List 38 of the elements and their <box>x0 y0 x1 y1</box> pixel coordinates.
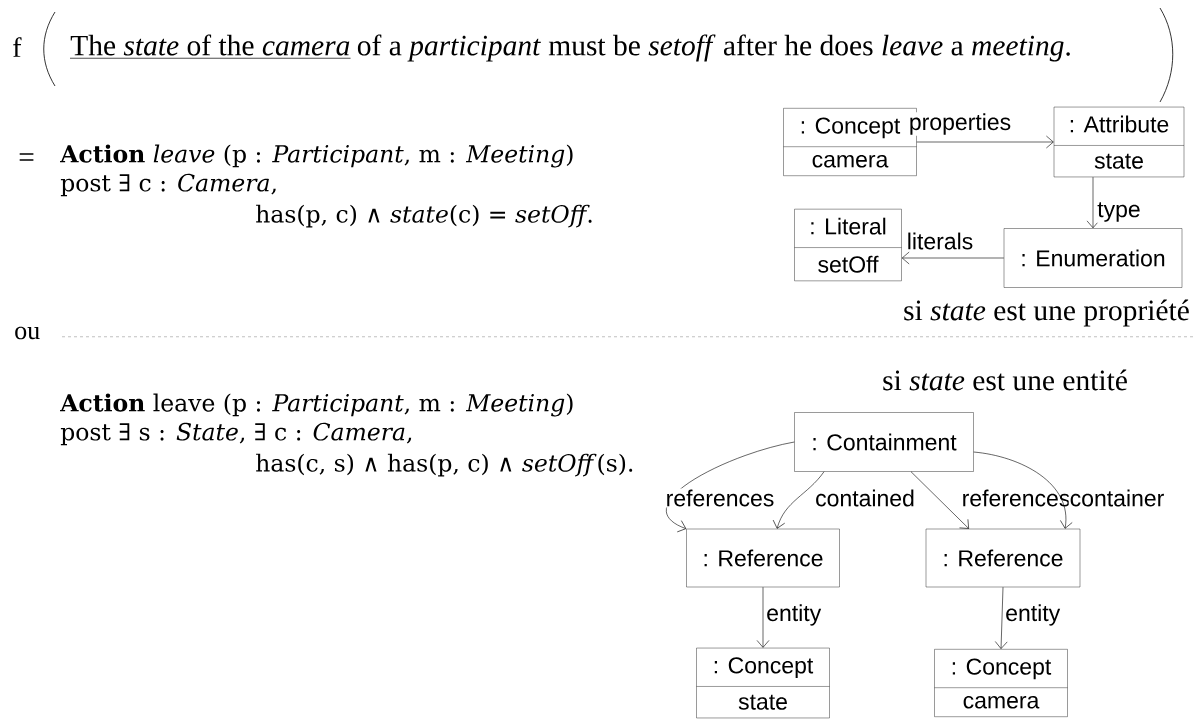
note-text: si state est une entité <box>883 369 1127 391</box>
arrow <box>973 451 1073 529</box>
formula-line: has(c, s) ∧ has(p, c) ∧ setOff(s). <box>256 453 633 477</box>
formula-line: has(p, c) ∧ state(c) = setOff. <box>256 204 592 228</box>
edge-label: properties <box>907 112 1013 136</box>
edge-label: type <box>1096 201 1142 223</box>
object-box: : Literal setOff <box>794 208 902 282</box>
arrow <box>772 471 825 529</box>
arrow <box>666 441 795 533</box>
note-text: si state est une propriété <box>904 299 1189 327</box>
function-symbol: f <box>13 37 22 57</box>
object-box: : Containment <box>794 412 974 472</box>
arrow <box>1086 176 1100 229</box>
object-box: : Concept state <box>696 647 830 719</box>
formula-line: post ∃ c : Camera, <box>60 173 276 197</box>
arrow <box>910 471 969 529</box>
edge-label: entity <box>1004 603 1062 627</box>
edge-label: contained <box>814 488 916 508</box>
edge-label: references <box>664 488 776 508</box>
object-box: : Reference <box>686 528 840 588</box>
object-box: : Reference <box>925 528 1081 588</box>
edge-label: entity <box>765 603 823 627</box>
arrow <box>916 135 1054 149</box>
arrow <box>994 586 1008 649</box>
arrow <box>901 251 1005 265</box>
or-text: ou <box>15 326 40 340</box>
formula-line: Action leave (p : Participant, m : Meeting) <box>60 393 573 417</box>
edge-label: container <box>1068 488 1166 508</box>
object-box: : Enumeration <box>1003 228 1183 288</box>
equals-sign: = <box>19 153 34 161</box>
formula-line: Action leave (p : Participant, m : Meeting) <box>60 144 573 168</box>
edge-label: literals <box>905 231 975 251</box>
formula-line: post ∃ s : State, ∃ c : Camera, <box>60 422 412 446</box>
object-box: : Attribute state <box>1053 106 1185 178</box>
sentence-text: of a participant must be setoff after he does leave a meeting. <box>357 34 1070 62</box>
underlined-text: The state of the camera <box>69 34 351 59</box>
arrow <box>756 586 770 648</box>
object-box: : Concept camera <box>934 649 1068 717</box>
